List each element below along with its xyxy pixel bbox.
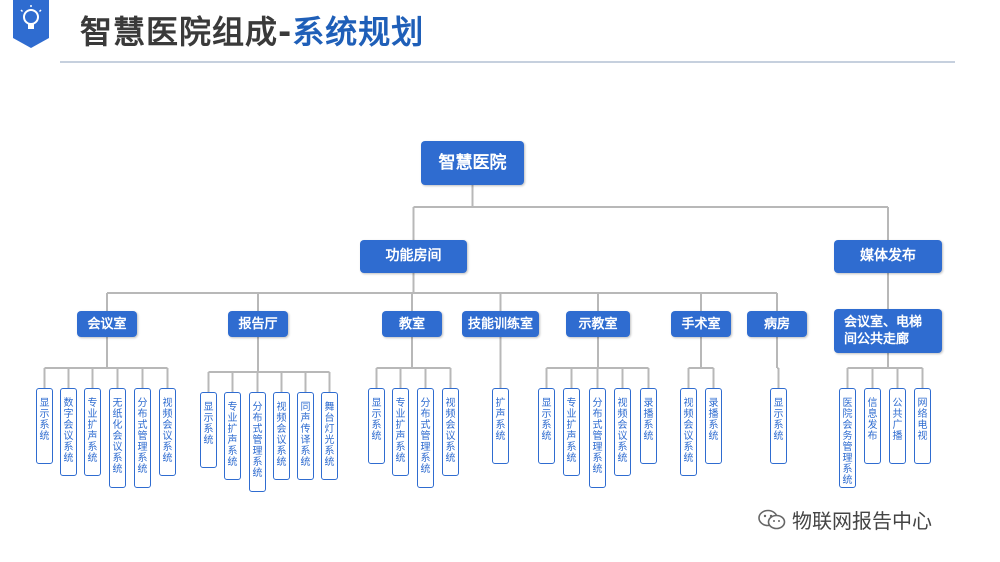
title-accent: 系统规划 (292, 13, 425, 51)
leaf-system-box: 视频会议系统 (442, 388, 459, 476)
room-label: 报告厅 (238, 316, 278, 332)
leaf-system-box: 公共广播 (889, 388, 906, 464)
leaf-system-box: 分布式管理系统 (417, 388, 434, 488)
leaf-system-box: 录播系统 (640, 388, 657, 464)
leaf-system-box: 医院会务管理系统 (839, 388, 856, 488)
room-label: 会议室 (87, 316, 127, 332)
room-node-classroom: 教室 (382, 311, 442, 337)
room-label: 会议室、电梯间公共走廊 (844, 315, 923, 347)
leaf-system-box: 扩声系统 (492, 388, 509, 464)
group-node-function-rooms: 功能房间 (360, 240, 467, 273)
watermark-text: 物联网报告中心 (792, 509, 932, 533)
leaf-system-box: 无纸化会议系统 (109, 388, 126, 488)
group-node-media-publish: 媒体发布 (834, 240, 942, 273)
title-main: 智慧医院组成 (80, 13, 279, 51)
leaf-system-box: 分布式管理系统 (134, 388, 151, 488)
room-node-ward: 病房 (747, 311, 807, 337)
room-node-meeting-room: 会议室 (77, 311, 137, 337)
root-node: 智慧医院 (421, 141, 524, 185)
leaf-system-box: 视频会议系统 (159, 388, 176, 476)
room-node-skills-training-room: 技能训练室 (462, 311, 539, 337)
title-separator: - (278, 13, 293, 51)
leaf-system-box: 数字会议系统 (60, 388, 77, 476)
root-label: 智慧医院 (438, 152, 507, 173)
leaf-system-box: 网络电视 (914, 388, 931, 464)
leaf-system-box: 分布式管理系统 (589, 388, 606, 488)
room-label: 手术室 (681, 316, 721, 332)
leaf-system-box: 分布式管理系统 (249, 392, 266, 492)
leaf-system-box: 显示系统 (36, 388, 53, 464)
group-label: 功能房间 (385, 248, 442, 264)
lightbulb-badge-icon (13, 0, 49, 48)
leaf-system-box: 专业扩声系统 (563, 388, 580, 476)
room-label: 示教室 (578, 316, 618, 332)
leaf-system-box: 视频会议系统 (273, 392, 290, 480)
group-label: 媒体发布 (860, 248, 916, 264)
leaf-system-box: 显示系统 (770, 388, 787, 464)
room-node-lecture-hall: 报告厅 (228, 311, 288, 337)
leaf-system-box: 专业扩声系统 (84, 388, 101, 476)
room-node-teaching-demo-room: 示教室 (566, 311, 630, 337)
leaf-system-box: 显示系统 (368, 388, 385, 464)
leaf-system-box: 显示系统 (538, 388, 555, 464)
room-node-meeting-elevator-corridor: 会议室、电梯间公共走廊 (834, 309, 942, 353)
leaf-system-box: 同声传译系统 (297, 392, 314, 480)
room-label: 病房 (763, 316, 790, 332)
page-title: 智慧医院组成-系统规划 (80, 10, 424, 54)
leaf-system-box: 信息发布 (864, 388, 881, 464)
watermark: 物联网报告中心 (758, 505, 932, 534)
leaf-system-box: 舞台灯光系统 (321, 392, 338, 480)
leaf-system-box: 录播系统 (705, 388, 722, 464)
leaf-system-box: 视频会议系统 (680, 388, 697, 476)
wechat-icon (758, 509, 786, 529)
leaf-system-box: 显示系统 (200, 392, 217, 468)
room-label: 技能训练室 (467, 316, 533, 332)
leaf-system-box: 视频会议系统 (614, 388, 631, 476)
leaf-system-box: 专业扩声系统 (392, 388, 409, 476)
title-divider (60, 61, 955, 63)
leaf-system-box: 专业扩声系统 (224, 392, 241, 480)
room-label: 教室 (398, 316, 425, 332)
room-node-operating-room: 手术室 (671, 311, 731, 337)
